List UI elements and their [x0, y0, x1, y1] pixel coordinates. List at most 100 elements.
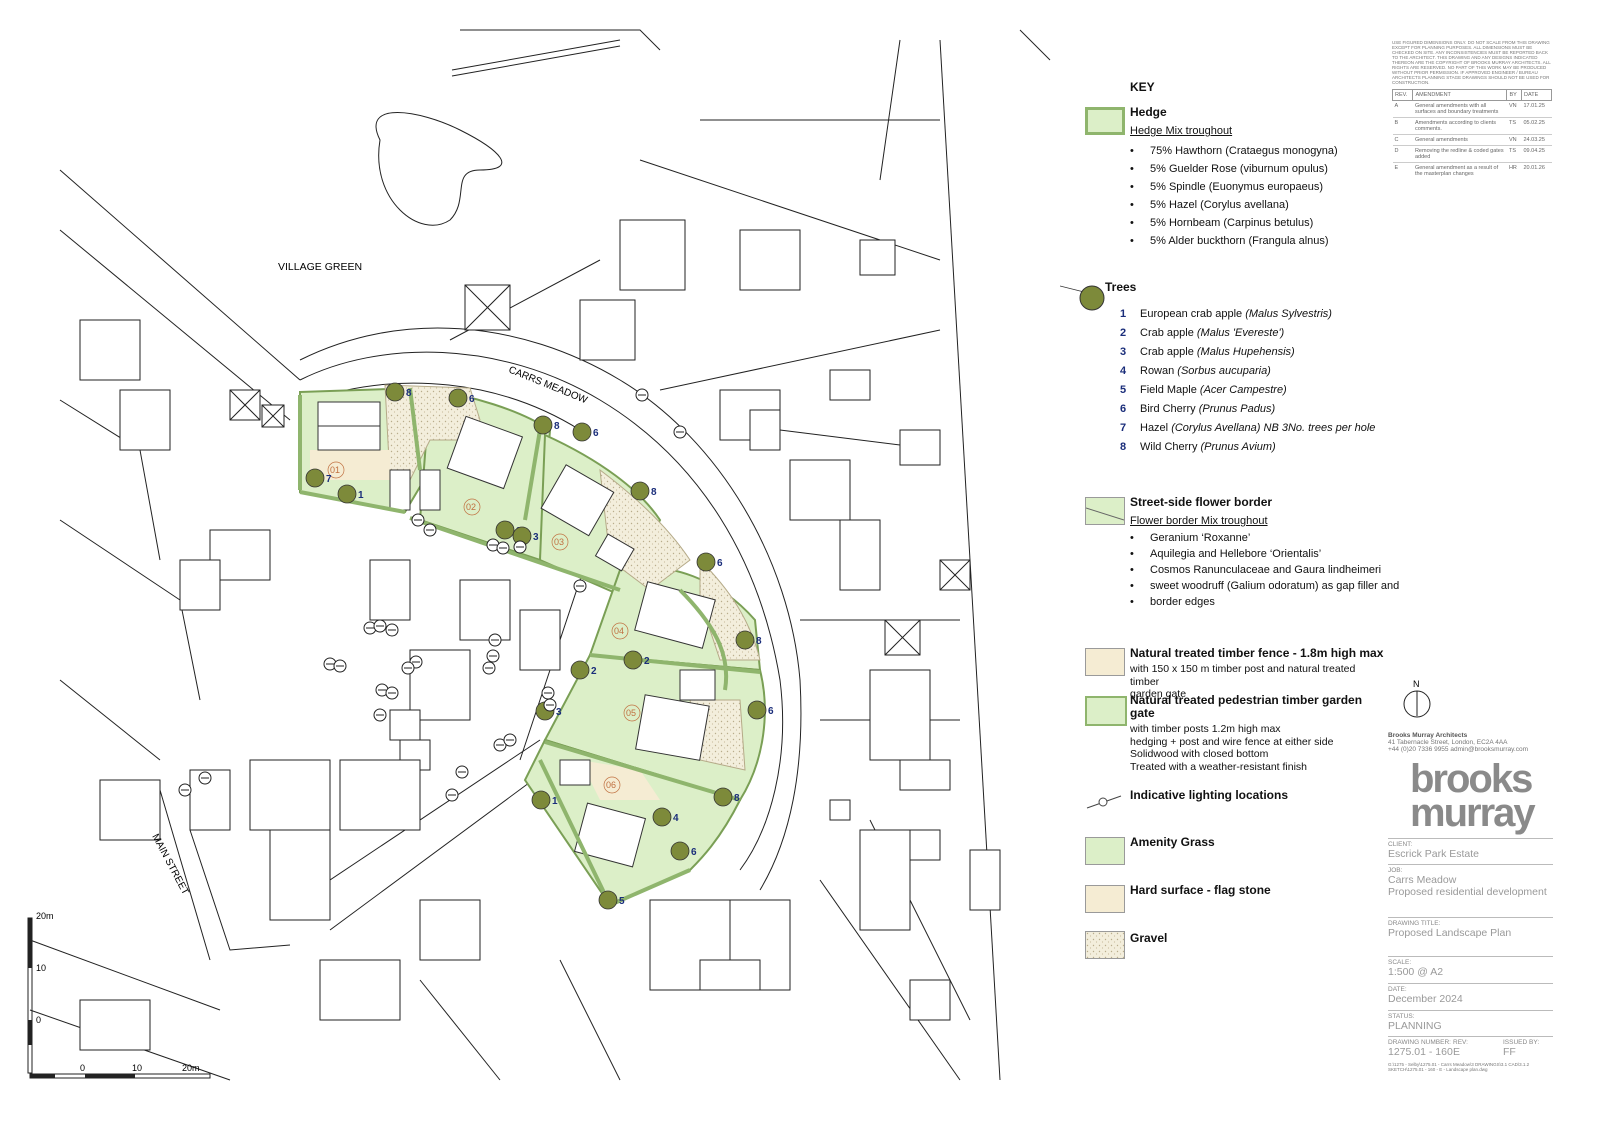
scale-label: SCALE:	[1388, 956, 1553, 966]
tree	[533, 415, 553, 435]
list-item: Geranium ‘Roxanne’	[1130, 530, 1399, 546]
tree	[598, 890, 618, 910]
tree	[531, 790, 551, 810]
revision-cell: 09.04.25	[1521, 145, 1552, 163]
revision-cell: General amendments with all surfaces and…	[1412, 100, 1507, 118]
scale-label: 10	[132, 1063, 142, 1073]
firm-details: Brooks Murray Architects 41 Tabernacle S…	[1388, 732, 1528, 753]
list-item: 75% Hawthorn (Crataegus monogyna)	[1130, 142, 1338, 160]
tree-number: 1	[1120, 308, 1127, 320]
title-label: DRAWING TITLE:	[1388, 917, 1553, 927]
revision-cell: General amendments	[1412, 134, 1507, 146]
flower-heading: Street-side flower border	[1130, 495, 1273, 509]
gate-desc-line: with timber posts 1.2m high max	[1130, 723, 1281, 735]
tree-number-label: 3	[533, 532, 539, 543]
tree-number-label: 8	[406, 388, 412, 399]
job-value: Proposed residential development	[1388, 886, 1547, 898]
status-block: STATUS: PLANNING	[1388, 1010, 1553, 1032]
gravel-heading: Gravel	[1130, 931, 1168, 945]
client-block: CLIENT: Escrick Park Estate	[1388, 838, 1553, 860]
tree-latin: (Prunus Padus)	[1198, 403, 1276, 415]
title-value: Proposed Landscape Plan	[1388, 927, 1512, 939]
fence-swatch	[1085, 648, 1125, 676]
revision-cell: 24.03.25	[1521, 134, 1552, 146]
list-item: 5% Alder buckthorn (Frangula alnus)	[1130, 232, 1338, 250]
main-street-label: MAIN STREET	[149, 832, 190, 897]
rail-lines	[451, 39, 621, 77]
issued-label: ISSUED BY:	[1503, 1039, 1540, 1046]
revision-cell: VN	[1506, 100, 1522, 118]
tree-number: 5	[1120, 384, 1127, 396]
site-plan: VILLAGE GREEN CARRS MEADOW MAIN STREET 0…	[27, 29, 1051, 1081]
tree-number-label: 1	[552, 796, 558, 807]
flower-mix-heading: Flower border Mix troughout	[1130, 515, 1268, 527]
gate-desc-line: Treated with a weather-resistant finish	[1130, 760, 1308, 773]
tree-number-label: 2	[591, 666, 597, 677]
tree-number-label: 6	[469, 394, 475, 405]
job-label: JOB:	[1388, 864, 1553, 874]
issued-value: FF	[1503, 1046, 1516, 1058]
brooks-murray-logo: brooks murray	[1410, 759, 1536, 835]
tree	[747, 700, 767, 720]
proposed-houses	[317, 401, 716, 868]
hard-surface-heading: Hard surface - flag stone	[1130, 883, 1271, 897]
tree-number-label: 6	[691, 847, 697, 858]
tree-latin: (Malus Hupehensis)	[1196, 346, 1295, 358]
tree-number-label: 1	[358, 490, 364, 501]
hedge-mix-list: 75% Hawthorn (Crataegus monogyna) 5% Gue…	[1130, 142, 1338, 250]
hedge-swatch	[1085, 107, 1125, 135]
tree-name: Hazel	[1140, 422, 1172, 434]
revision-cell: C	[1392, 134, 1413, 146]
gate-desc: with timber posts 1.2m high max hedging …	[1130, 723, 1333, 773]
tree-number: 8	[1120, 441, 1127, 453]
client-label: CLIENT:	[1388, 838, 1553, 848]
tree-latin: (Corylus Avellana) NB 3No. trees per hol…	[1171, 422, 1376, 434]
rev-col-header: REV.	[1391, 89, 1414, 101]
tree-name: Crab apple	[1140, 327, 1197, 339]
tree	[305, 468, 325, 488]
fence-desc: with 150 x 150 m timber post and natural…	[1130, 663, 1385, 701]
number-value: 1275.01 - 160	[1388, 1046, 1453, 1058]
tree-number-label: 6	[717, 558, 723, 569]
date-block: DATE: December 2024	[1388, 983, 1553, 1005]
tree	[572, 422, 592, 442]
revision-cell: 17.01.25	[1521, 100, 1552, 118]
tree-name: Field Maple	[1140, 384, 1200, 396]
list-item: border edges	[1130, 594, 1399, 610]
revision-cell: General amendment as a result of the mas…	[1412, 162, 1507, 179]
rev-value: E	[1453, 1046, 1461, 1058]
gate-heading: Natural treated pedestrian timber garden…	[1130, 694, 1362, 720]
hard-surface-swatch	[1085, 885, 1125, 913]
tree-number-label: 5	[619, 896, 625, 907]
tree-latin: (Prunus Avium)	[1200, 441, 1276, 453]
tree	[652, 807, 672, 827]
drawing-number-block: DRAWING NUMBER: REV: ISSUED BY: 1275.01 …	[1388, 1036, 1553, 1058]
firm-address: 41 Tabernacle Street, London, EC2A 4AA	[1388, 739, 1508, 746]
job-block: JOB: Carrs Meadow Proposed residential d…	[1388, 864, 1553, 898]
logo-bottom: murray	[1410, 791, 1536, 835]
flower-border-swatch	[1085, 497, 1125, 525]
flower-mix-list: Geranium ‘Roxanne’ Aquilegia and Hellebo…	[1130, 530, 1399, 610]
file-path: G:\1275 - Selby\1275.01 - Carrs Meadow\3…	[1388, 1062, 1530, 1072]
list-item: sweet woodruff (Galium odoratum) as gap …	[1130, 578, 1399, 594]
tree-number-label: 7	[326, 474, 332, 485]
tree-latin: (Malus Sylvestris)	[1245, 308, 1332, 320]
number-labels: DRAWING NUMBER: REV: ISSUED BY:	[1388, 1036, 1553, 1046]
tree-icon	[1060, 285, 1105, 311]
tree-number-label: 2	[644, 656, 650, 667]
by-col-header: BY	[1506, 89, 1522, 101]
tree	[630, 481, 650, 501]
tree	[570, 660, 590, 680]
tree-number-label: 4	[673, 813, 679, 824]
list-item: Aquilegia and Hellebore ‘Orientalis’	[1130, 546, 1399, 562]
horizontal-scale-bar: 0 10 20m	[29, 1063, 211, 1079]
firm-contact: +44 (0)20 7336 9955 admin@brooksmurray.c…	[1388, 746, 1528, 753]
